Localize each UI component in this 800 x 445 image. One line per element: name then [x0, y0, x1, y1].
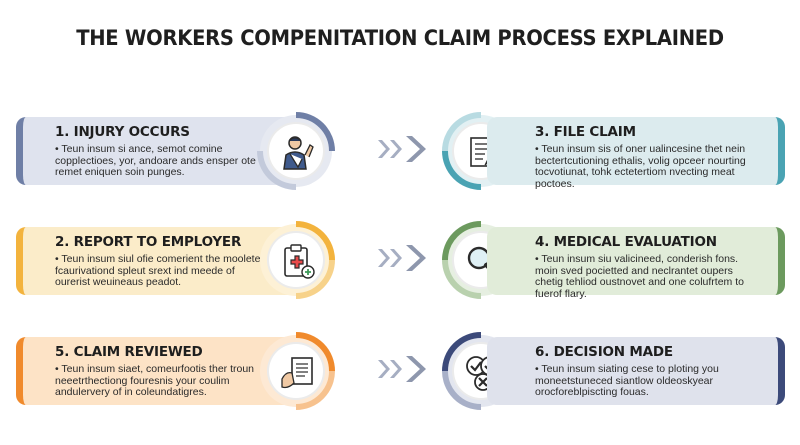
step-heading: 1. INJURY OCCURS: [55, 124, 190, 140]
step-heading: 5. CLAIM REVIEWED: [55, 344, 203, 360]
step-description: Teun insum siating cese to ploting you m…: [535, 363, 763, 399]
step-card-decision-made: 6. DECISION MADE Teun insum siating cese…: [487, 337, 785, 405]
step-description: Teun insum siaet, comeurfootis ther trou…: [55, 363, 270, 399]
step-card-file-claim: 3. FILE CLAIM Teun insum sis of oner ual…: [487, 117, 785, 189]
flow-arrow-icon: [378, 136, 426, 162]
step-heading: 6. DECISION MADE: [535, 344, 673, 360]
step-description: Teun insum si ance, semot comine copplec…: [55, 143, 270, 179]
step-icon-badge: [256, 111, 336, 191]
hand-document-icon: [281, 357, 313, 389]
step-description: Teun insum siu valicineed, conderish fon…: [535, 253, 763, 300]
step-card-medical-evaluation: 4. MEDICAL EVALUATION Teun insum siu val…: [487, 227, 785, 299]
flow-arrow-icon: [378, 356, 426, 382]
flow-arrow-icon: [378, 245, 426, 271]
step-description: Teun insum siul ofie comerient the moole…: [55, 253, 270, 289]
step-icon-badge: [256, 331, 336, 411]
page-title: THE WORKERS COMPENITATION CLAIM PROCESS …: [76, 26, 724, 50]
step-heading: 3. FILE CLAIM: [535, 124, 636, 140]
step-description: Teun insum sis of oner ualincesine thet …: [535, 143, 763, 190]
step-heading: 2. REPORT TO EMPLOYER: [55, 234, 242, 250]
step-heading: 4. MEDICAL EVALUATION: [535, 234, 717, 250]
injured-worker-icon: [283, 136, 314, 170]
clipboard-medical-icon: [284, 244, 315, 279]
step-icon-badge: [256, 220, 336, 300]
